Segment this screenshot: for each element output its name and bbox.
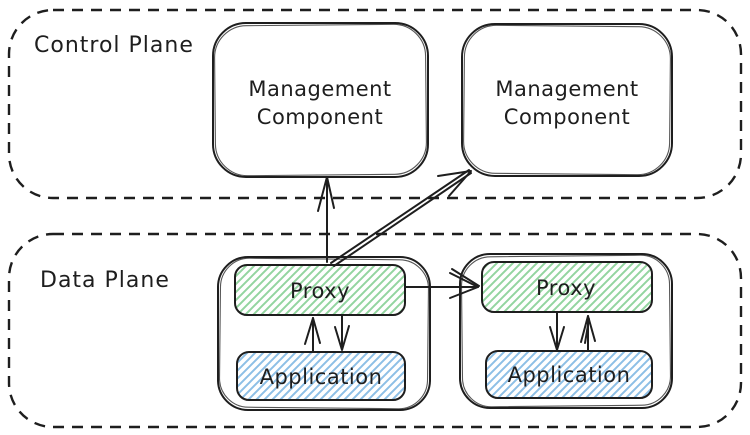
arrow-app2-to-proxy2 <box>580 315 596 352</box>
management-component-2-label-line1: Management <box>495 77 638 101</box>
arrow-proxy1-to-proxy2 <box>405 268 480 299</box>
arrow-app1-to-proxy1 <box>304 317 321 352</box>
pod-1-proxy-box <box>234 264 406 316</box>
arrow-proxy1-to-mc2 <box>330 169 472 267</box>
pod-2-application-label: Application <box>508 363 631 387</box>
pod-2-application-box <box>485 350 653 399</box>
pod-2-proxy-label: Proxy <box>536 276 596 300</box>
management-component-1-box <box>212 22 429 178</box>
data-plane-label: Data Plane <box>40 268 170 293</box>
control-plane-label: Control Plane <box>34 33 194 58</box>
arrow-proxy1-to-app1 <box>334 314 350 351</box>
ink-layer <box>7 8 743 429</box>
data-plane-container <box>7 232 743 429</box>
management-component-1-sketch-stroke <box>214 23 427 177</box>
arrow-proxy2-to-app2 <box>549 311 565 351</box>
management-component-2-box <box>461 23 673 177</box>
management-component-1-label-line1: Management <box>248 77 391 101</box>
text-layer: Control Plane Data Plane Management Comp… <box>34 33 638 389</box>
pod-1-proxy-label: Proxy <box>290 279 350 303</box>
control-plane-container <box>7 8 743 200</box>
pod-1-sketch-stroke <box>218 257 430 410</box>
management-component-2-label-line2: Component <box>504 105 630 129</box>
management-component-1-label-line2: Component <box>257 105 383 129</box>
pod-2-proxy-box <box>481 261 653 313</box>
pod-2-sketch-stroke <box>460 254 672 408</box>
management-component-2-sketch-stroke <box>463 24 671 176</box>
pod-1-application-box <box>236 351 406 401</box>
arrow-proxy1-to-mc1 <box>317 176 335 263</box>
pod-1-application-label: Application <box>260 365 383 389</box>
